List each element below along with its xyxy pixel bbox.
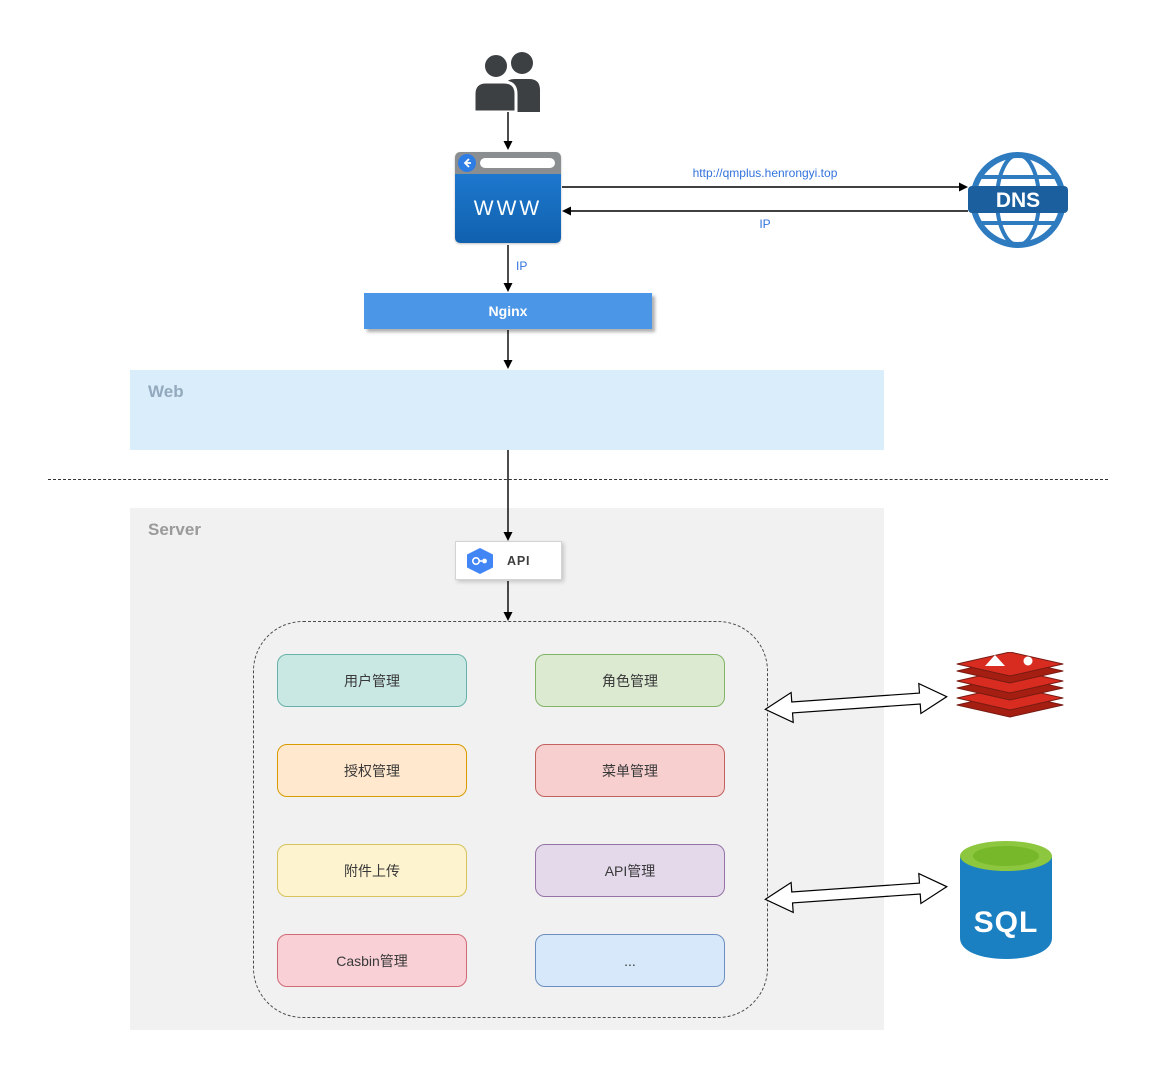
module-label: 用户管理 (344, 672, 400, 689)
browser-title: WWW (473, 196, 543, 220)
module-label: ... (624, 952, 636, 969)
browser-toolbar (455, 152, 561, 174)
redis-icon (956, 652, 1064, 718)
edge-label-ip: IP (516, 259, 528, 273)
nginx-node: Nginx (364, 293, 652, 329)
dns-label: DNS (996, 189, 1040, 212)
browser-body: WWW (455, 174, 561, 243)
browser-window: WWW (455, 152, 561, 243)
sql-database-icon: SQL (960, 841, 1052, 959)
module-file-upload: 附件上传 (277, 844, 467, 897)
api-hexagon-icon (467, 547, 493, 574)
module-label: 菜单管理 (602, 762, 658, 779)
back-arrow-icon (458, 154, 476, 172)
arrow-api-to-modules (503, 581, 513, 621)
module-label: 附件上传 (344, 862, 400, 879)
api-label: API (507, 553, 531, 568)
double-arrow-modules-redis (763, 682, 949, 724)
nginx-label: Nginx (488, 303, 528, 319)
arrow-users-to-browser (503, 112, 513, 150)
web-server-separator (48, 479, 1108, 480)
address-bar (480, 158, 555, 168)
api-node: API (455, 541, 562, 580)
web-zone: Web (130, 370, 884, 450)
module-api-management: API管理 (535, 844, 725, 897)
arrow-browser-to-dns (562, 182, 968, 192)
double-arrow-modules-sql (763, 872, 949, 914)
module-label: 角色管理 (602, 672, 658, 689)
users-icon (472, 52, 540, 112)
arrow-web-to-api (503, 450, 513, 541)
server-zone: Server (130, 508, 884, 1030)
module-label: API管理 (604, 862, 656, 879)
edge-label-request-url: http://qmplus.henrongyi.top (692, 166, 838, 180)
module-more: ... (535, 934, 725, 987)
module-role-management: 角色管理 (535, 654, 725, 707)
module-label: 授权管理 (344, 762, 400, 779)
arrow-browser-to-nginx (503, 245, 513, 292)
web-zone-label: Web (148, 382, 184, 401)
sql-label: SQL (974, 906, 1039, 939)
module-label: Casbin管理 (336, 952, 408, 969)
arrow-dns-to-browser (562, 206, 968, 216)
server-zone-label: Server (148, 520, 201, 539)
module-user-management: 用户管理 (277, 654, 467, 707)
dns-globe-icon: DNS (968, 152, 1068, 248)
edge-label-response-ip: IP (759, 217, 771, 231)
module-auth-management: 授权管理 (277, 744, 467, 797)
module-menu-management: 菜单管理 (535, 744, 725, 797)
module-casbin-management: Casbin管理 (277, 934, 467, 987)
arrow-nginx-to-web (503, 330, 513, 369)
module-container (253, 621, 768, 1018)
